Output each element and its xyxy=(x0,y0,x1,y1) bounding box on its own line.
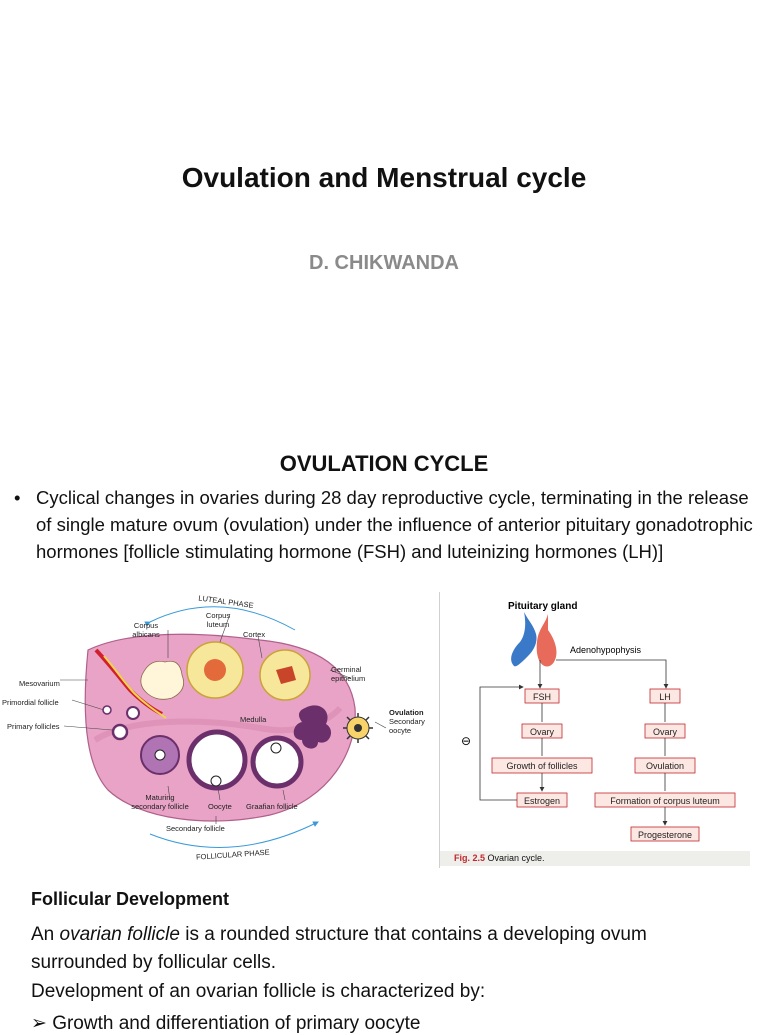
luteal-arc xyxy=(144,606,296,631)
section-heading: OVULATION CYCLE xyxy=(279,451,489,476)
figure-divider xyxy=(439,592,440,868)
follicular-paragraph-2: Development of an ovarian follicle is ch… xyxy=(31,981,486,1002)
box-growth-of-follicles: Growth of follicles xyxy=(491,757,593,774)
follicular-paragraph-1: An ovarian follicle is a rounded structu… xyxy=(31,924,647,973)
box-formation-of-corpus-luteum: Formation of corpus luteum xyxy=(594,792,736,808)
box-ovulation: Ovulation xyxy=(634,757,696,774)
box-estrogen: Estrogen xyxy=(516,792,568,808)
figure-number: Fig. 2.5 xyxy=(454,853,486,863)
feedback-line xyxy=(479,684,524,801)
adenohypophysis-label: Adenohypophysis xyxy=(570,645,642,655)
ovulating-follicle xyxy=(293,705,332,749)
box-progesterone: Progesterone xyxy=(630,826,700,842)
follicular-heading: Follicular Development xyxy=(31,889,230,909)
pituitary-icon xyxy=(511,612,537,667)
box-ovary-right: Ovary xyxy=(644,723,686,739)
follicular-arc xyxy=(149,821,319,848)
cortex-label: Cortex xyxy=(243,630,265,639)
author-name: D. CHIKWANDA xyxy=(309,252,459,274)
mesovarium-label: Mesovarium xyxy=(19,679,60,688)
page-title: Ovulation and Menstrual cycle xyxy=(181,162,587,193)
box-lh: LH xyxy=(649,688,681,704)
secondary-follicle xyxy=(186,729,248,791)
bullet-text: Cyclical changes in ovaries during 28 da… xyxy=(36,487,753,562)
svg-text:Ovary: Ovary xyxy=(530,727,555,737)
box-fsh: FSH xyxy=(524,688,560,704)
graafian-follicle xyxy=(250,735,304,789)
ovulation-label: Ovulation xyxy=(389,708,424,717)
bullet-icon: • xyxy=(14,487,21,508)
follicular-phase-label: FOLLICULAR PHASE xyxy=(196,848,270,862)
graafian-follicle-label: Graafian follicle xyxy=(246,802,298,811)
primary-follicles-label: Primary follicles xyxy=(7,722,60,731)
bullet-paragraph: • Cyclical changes in ovaries during 28 … xyxy=(14,484,759,565)
corpus-albicans xyxy=(140,660,185,700)
svg-text:Ovulation: Ovulation xyxy=(646,761,684,771)
svg-text:Growth of follicles: Growth of follicles xyxy=(506,761,578,771)
secondary-follicle-label: Secondary follicle xyxy=(166,824,225,833)
medulla-label: Medulla xyxy=(240,715,267,724)
ovarian-cycle-flowchart: Pituitary gland Adenohypophysis FSH Ovar… xyxy=(461,601,736,842)
svg-text:Progesterone: Progesterone xyxy=(638,830,692,840)
ovarian-follicle-term: ovarian follicle xyxy=(59,924,180,945)
figure-caption-text: Ovarian cycle. xyxy=(487,853,545,863)
svg-text:Ovary: Ovary xyxy=(653,727,678,737)
figure-caption: Fig. 2.5 Ovarian cycle. xyxy=(440,851,750,866)
svg-text:FSH: FSH xyxy=(533,692,551,702)
svg-text:Estrogen: Estrogen xyxy=(524,796,560,806)
svg-text:LH: LH xyxy=(659,692,671,702)
oocyte-label: Oocyte xyxy=(208,802,232,811)
pituitary-gland-label: Pituitary gland xyxy=(508,601,577,612)
negative-feedback-icon: ⊖ xyxy=(461,734,471,748)
svg-text:Formation of corpus luteum: Formation of corpus luteum xyxy=(610,796,720,806)
secondary-oocyte xyxy=(343,713,373,743)
primordial-follicle-label: Primordial follicle xyxy=(2,698,59,707)
box-ovary-left: Ovary xyxy=(521,723,563,739)
